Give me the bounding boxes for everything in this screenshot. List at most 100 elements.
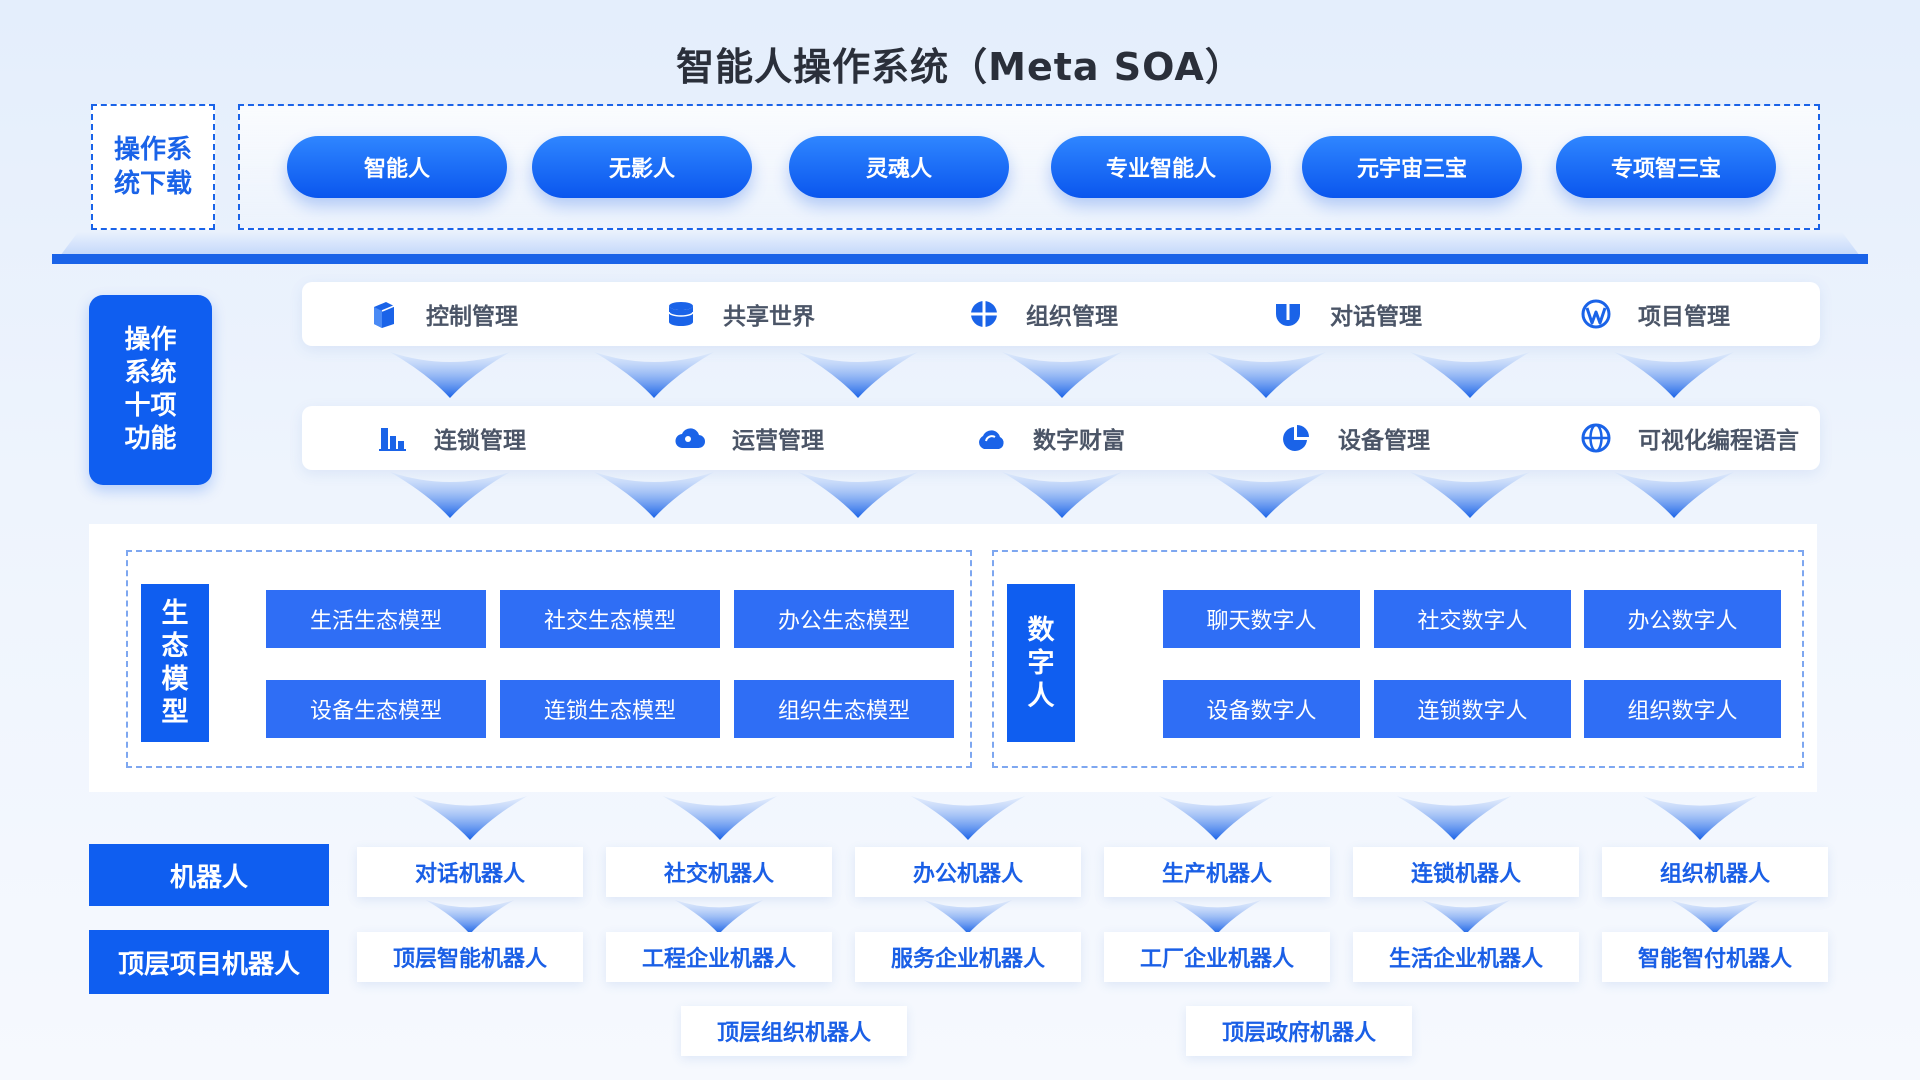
digital-item[interactable]: 办公数字人 <box>1584 590 1781 648</box>
model-panel: 生态模型 生活生态模型 社交生态模型 办公生态模型 设备生态模型 连锁生态模型 … <box>89 524 1817 792</box>
download-item[interactable]: 元宇宙三宝 <box>1302 136 1522 198</box>
top-robot-item[interactable]: 工厂企业机器人 <box>1104 932 1330 982</box>
robots-label: 机器人 <box>89 844 329 906</box>
digital-item[interactable]: 设备数字人 <box>1163 680 1360 738</box>
digital-label-box: 数字人 <box>1007 584 1075 742</box>
top-robot-item[interactable]: 顶层智能机器人 <box>357 932 583 982</box>
ten-functions-label-box: 操作系统十项功能 <box>89 295 212 485</box>
function-item-visual-lang[interactable]: 可视化编程语言 <box>1580 406 1799 470</box>
top-robot-item[interactable]: 服务企业机器人 <box>855 932 1081 982</box>
down-chevron-arrow <box>798 352 918 398</box>
function-label: 共享世界 <box>723 304 815 330</box>
cube-icon <box>374 302 395 328</box>
down-chevron-arrow <box>1670 900 1760 934</box>
function-item-share[interactable]: 共享世界 <box>665 282 815 346</box>
function-label: 运营管理 <box>732 428 824 454</box>
top-robot-extra-item[interactable]: 顶层政府机器人 <box>1186 1006 1412 1056</box>
ecology-item[interactable]: 办公生态模型 <box>734 590 954 648</box>
function-item-operation[interactable]: 运营管理 <box>674 406 824 470</box>
digital-item[interactable]: 社交数字人 <box>1374 590 1571 648</box>
down-chevron-arrow <box>662 796 778 840</box>
function-label: 控制管理 <box>426 304 518 330</box>
down-chevron-arrow <box>1206 352 1326 398</box>
down-chevron-arrow <box>1206 472 1326 518</box>
function-item-control[interactable]: 控制管理 <box>368 282 518 346</box>
download-item[interactable]: 专项智三宝 <box>1556 136 1776 198</box>
download-item[interactable]: 专业智能人 <box>1051 136 1271 198</box>
top-robot-item[interactable]: 工程企业机器人 <box>606 932 832 982</box>
function-item-dialog[interactable]: 对话管理 <box>1272 282 1422 346</box>
function-label: 数字财富 <box>1033 428 1125 454</box>
down-chevron-arrow <box>1002 472 1122 518</box>
down-chevron-arrow <box>1421 900 1511 934</box>
digital-item[interactable]: 连锁数字人 <box>1374 680 1571 738</box>
ecology-item[interactable]: 社交生态模型 <box>500 590 720 648</box>
down-chevron-arrow <box>674 900 764 934</box>
platform-bevel <box>60 232 1860 256</box>
down-chevron-arrow <box>1172 900 1262 934</box>
cloud-icon <box>979 430 1004 449</box>
digital-item[interactable]: 组织数字人 <box>1584 680 1781 738</box>
robot-item[interactable]: 组织机器人 <box>1602 847 1828 897</box>
down-chevron-arrow <box>1002 352 1122 398</box>
ecology-box: 生态模型 生活生态模型 社交生态模型 办公生态模型 设备生态模型 连锁生态模型 … <box>126 550 972 768</box>
top-robot-extra-item[interactable]: 顶层组织机器人 <box>681 1006 907 1056</box>
robot-item[interactable]: 连锁机器人 <box>1353 847 1579 897</box>
ecology-label-box: 生态模型 <box>141 584 209 742</box>
digital-box: 数字人 聊天数字人 社交数字人 办公数字人 设备数字人 连锁数字人 组织数字人 <box>992 550 1804 768</box>
platform-bar <box>52 254 1868 264</box>
download-label-box: 操作系统下载 <box>91 104 215 230</box>
ecology-item[interactable]: 连锁生态模型 <box>500 680 720 738</box>
download-item[interactable]: 灵魂人 <box>789 136 1009 198</box>
down-chevron-arrow <box>1396 796 1512 840</box>
function-row-2: 连锁管理 运营管理 数字财富 设备管理 可视化编程语言 <box>302 406 1820 470</box>
robot-item[interactable]: 社交机器人 <box>606 847 832 897</box>
robot-item[interactable]: 办公机器人 <box>855 847 1081 897</box>
down-chevron-arrow <box>425 900 515 934</box>
down-chevron-arrow <box>594 352 714 398</box>
crosshair-circle-icon <box>971 301 997 327</box>
top-robot-item[interactable]: 智能智付机器人 <box>1602 932 1828 982</box>
globe-icon <box>1581 423 1611 453</box>
function-label: 组织管理 <box>1026 304 1118 330</box>
database-icon <box>668 302 694 326</box>
download-item[interactable]: 智能人 <box>287 136 507 198</box>
robot-item[interactable]: 对话机器人 <box>357 847 583 897</box>
download-items-box: 智能人 无影人 灵魂人 专业智能人 元宇宙三宝 专项智三宝 <box>238 104 1820 230</box>
down-chevron-arrow <box>1614 472 1734 518</box>
function-item-device[interactable]: 设备管理 <box>1280 406 1430 470</box>
shield-icon <box>1276 304 1300 326</box>
function-item-chain[interactable]: 连锁管理 <box>376 406 526 470</box>
down-chevron-arrow <box>1614 352 1734 398</box>
wordpress-icon <box>1581 299 1611 329</box>
function-label: 连锁管理 <box>434 428 526 454</box>
down-chevron-arrow <box>923 900 1013 934</box>
down-chevron-arrow <box>1410 472 1530 518</box>
ecology-item[interactable]: 组织生态模型 <box>734 680 954 738</box>
down-chevron-arrow <box>910 796 1026 840</box>
ecology-item[interactable]: 设备生态模型 <box>266 680 486 738</box>
down-chevron-arrow <box>1410 352 1530 398</box>
function-item-wealth[interactable]: 数字财富 <box>975 406 1125 470</box>
top-robot-item[interactable]: 生活企业机器人 <box>1353 932 1579 982</box>
pie-chart-icon <box>1283 425 1309 451</box>
ecology-label: 生态模型 <box>161 598 189 728</box>
down-chevron-arrow <box>1158 796 1274 840</box>
function-label: 对话管理 <box>1330 304 1422 330</box>
robot-item[interactable]: 生产机器人 <box>1104 847 1330 897</box>
function-label: 项目管理 <box>1638 304 1730 330</box>
bar-chart-icon <box>379 428 406 451</box>
digital-item[interactable]: 聊天数字人 <box>1163 590 1360 648</box>
ecology-item[interactable]: 生活生态模型 <box>266 590 486 648</box>
function-row-1: 控制管理 共享世界 组织管理 对话管理 项目管理 <box>302 282 1820 346</box>
page-title: 智能人操作系统（Meta SOA） <box>676 45 1244 89</box>
download-item[interactable]: 无影人 <box>532 136 752 198</box>
ten-functions-label: 操作系统十项功能 <box>124 325 177 454</box>
top-robots-label: 顶层项目机器人 <box>89 930 329 994</box>
download-label: 操作系统下载 <box>113 135 192 199</box>
function-item-org[interactable]: 组织管理 <box>968 282 1118 346</box>
cloud-icon <box>675 428 706 449</box>
down-chevron-arrow <box>1642 796 1758 840</box>
down-chevron-arrow <box>390 472 510 518</box>
function-item-project[interactable]: 项目管理 <box>1580 282 1730 346</box>
